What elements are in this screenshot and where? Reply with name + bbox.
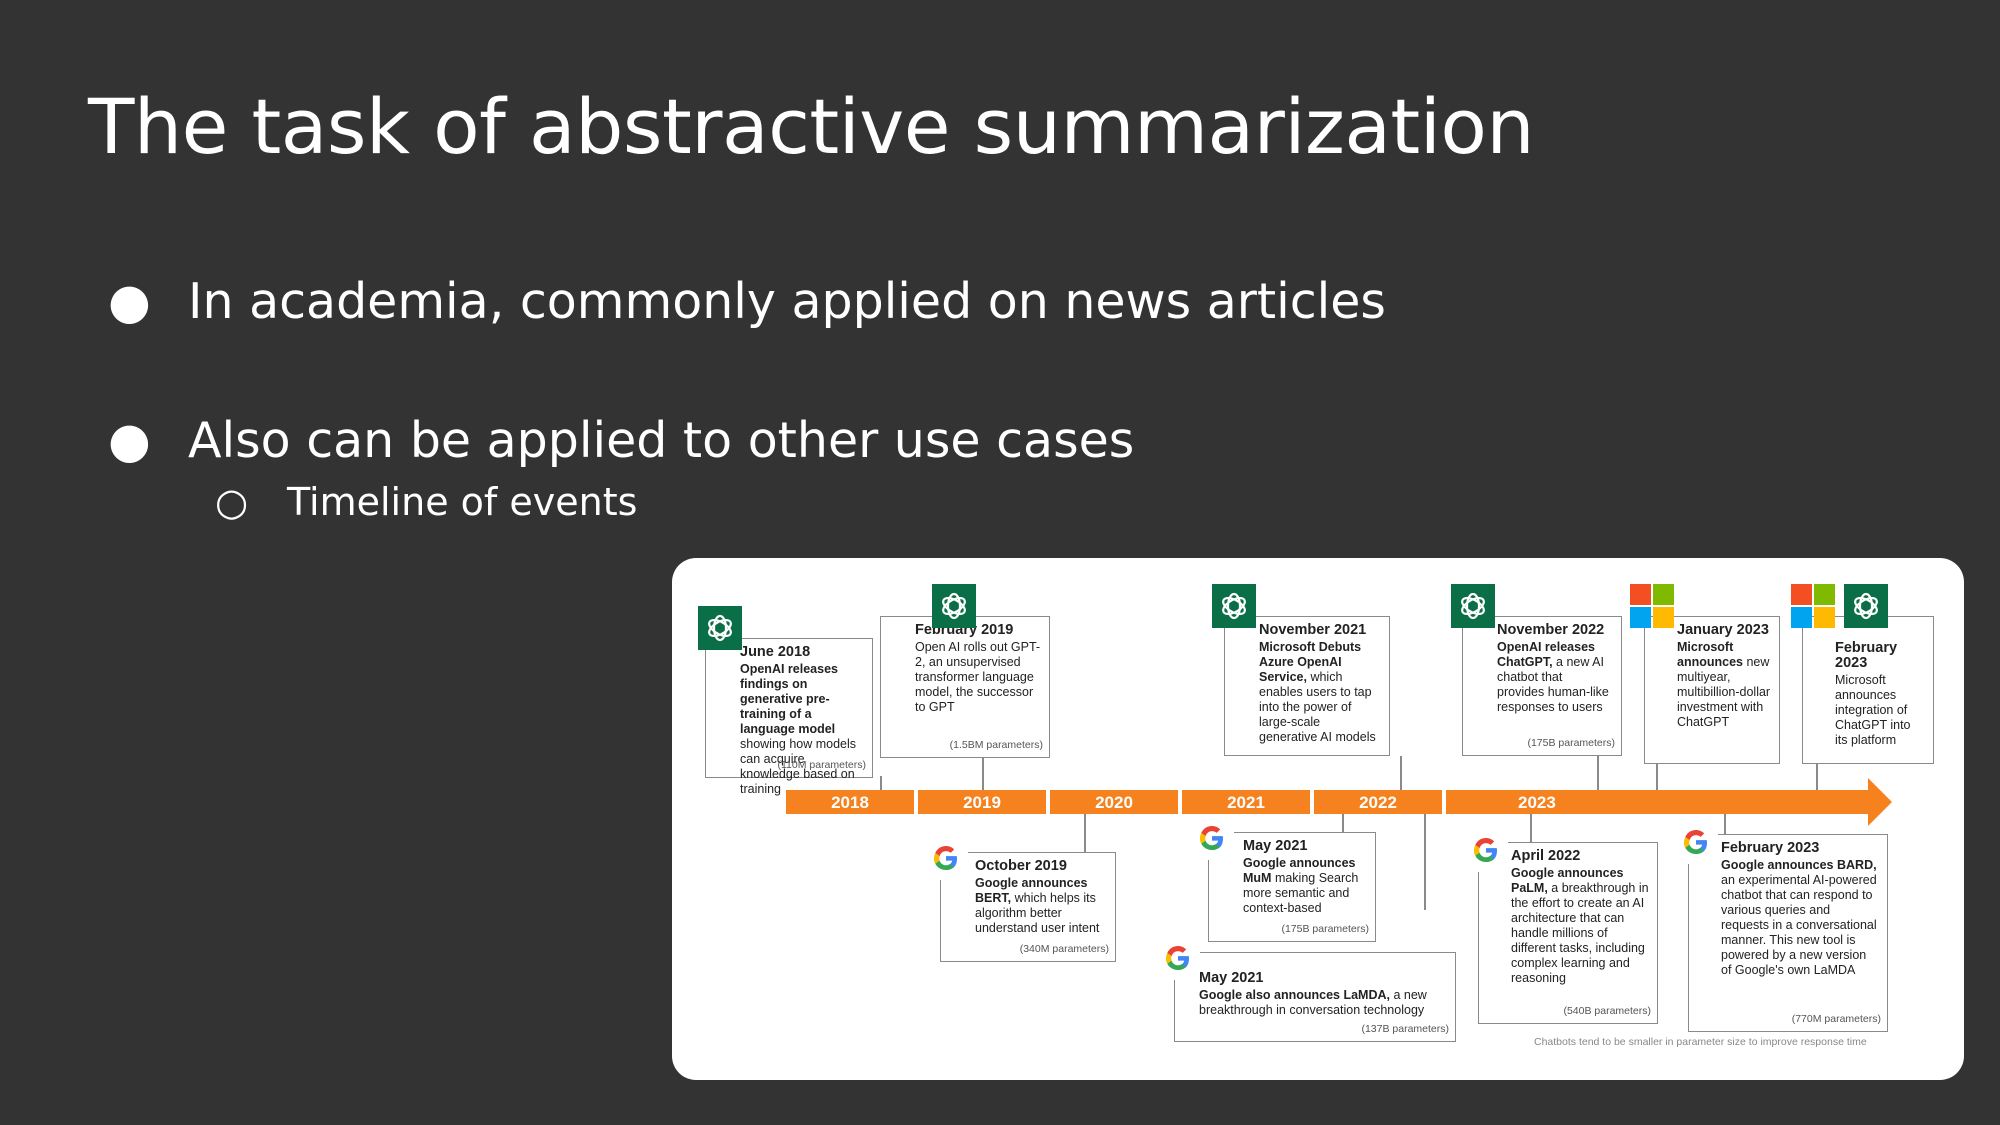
slide-title: The task of abstractive summarization (88, 82, 1534, 171)
timeline-image: 2018 2019 2020 2021 2022 2023 June 2018 … (672, 558, 1964, 1080)
year-segment-2023: 2023 (1446, 790, 1870, 814)
event-highlight: Google announces BARD, (1721, 858, 1877, 872)
event-box: February 2019 Open AI rolls out GPT-2, a… (880, 616, 1050, 758)
event-highlight: Google also announces LaMDA, (1199, 988, 1390, 1002)
year-segment-2020: 2020 (1050, 790, 1178, 814)
event-box: April 2022 Google announces PaLM, a brea… (1478, 842, 1658, 1024)
openai-logo-icon (1451, 584, 1495, 628)
event-highlight: OpenAI releases ChatGPT, (1497, 640, 1595, 669)
event-date: November 2021 (1259, 622, 1367, 638)
event-box: February 2023 Microsoft announces integr… (1802, 616, 1934, 764)
microsoft-logo-icon (1630, 584, 1674, 628)
event-text: which helps its algorithm better underst… (975, 891, 1100, 935)
event-text: a breakthrough in the effort to create a… (1511, 881, 1649, 985)
event-text: making Search more semantic and context-… (1243, 871, 1359, 915)
google-logo-icon (1464, 828, 1508, 872)
timeline-arrowhead (1868, 778, 1892, 826)
connector (1816, 764, 1818, 790)
connector (1424, 814, 1426, 910)
event-params: (175B parameters) (1527, 737, 1615, 749)
event-box: November 2022 OpenAI releases ChatGPT, a… (1462, 616, 1622, 756)
event-params: (340M parameters) (1019, 943, 1109, 955)
event-text: a new breakthrough in conversation techn… (1199, 988, 1427, 1017)
google-logo-icon (924, 836, 968, 880)
event-date: October 2019 (975, 858, 1067, 874)
connector (1342, 814, 1344, 834)
event-text: which enables users to tap into the powe… (1259, 670, 1376, 744)
event-params: (110M parameters) (777, 759, 866, 771)
event-date: February 2023 (1721, 840, 1820, 856)
event-highlight: Microsoft Debuts Azure OpenAI Service, (1259, 640, 1362, 684)
event-params: (1.5BM parameters) (949, 739, 1043, 751)
event-box: June 2018 OpenAI releases findings on ge… (705, 638, 873, 796)
openai-logo-icon (932, 584, 976, 628)
bullet-marker: ● (108, 273, 151, 330)
event-date: April 2022 (1511, 848, 1581, 864)
google-logo-icon (1190, 816, 1234, 860)
connector (1084, 814, 1086, 854)
bullet-marker: ● (108, 412, 151, 469)
year-segment-2022: 2022 (1314, 790, 1442, 814)
event-highlight: Microsoft announces (1677, 640, 1743, 669)
event-box: January 2023 Microsoft announces new mul… (1644, 616, 1780, 764)
event-text: an experimental AI-powered chatbot that … (1721, 873, 1877, 977)
event-text: new multiyear, multibillion-dollar inves… (1677, 655, 1771, 729)
connector (1400, 756, 1402, 790)
timeline-footnote: Chatbots tend to be smaller in parameter… (1534, 1036, 1867, 1048)
event-box: May 2021 Google also announces LaMDA, a … (1174, 952, 1456, 1042)
event-highlight: OpenAI releases findings on generative p… (740, 662, 838, 736)
sub-bullet-text: Timeline of events (287, 480, 638, 524)
bullet-text: Also can be applied to other use cases (188, 412, 1135, 469)
connector (1530, 814, 1532, 844)
event-date: June 2018 (740, 644, 811, 660)
sub-bullet-item: ○ Timeline of events (215, 480, 637, 524)
openai-logo-icon (1212, 584, 1256, 628)
event-date: May 2021 (1199, 970, 1264, 986)
event-highlight: Google announces MuM (1243, 856, 1356, 885)
event-text: Microsoft announces integration of ChatG… (1835, 673, 1911, 747)
bullet-text: In academia, commonly applied on news ar… (188, 273, 1386, 330)
event-box: May 2021 Google announces MuM making Sea… (1208, 832, 1376, 942)
year-segment-2021: 2021 (1182, 790, 1310, 814)
openai-logo-icon (1844, 584, 1888, 628)
microsoft-logo-icon (1791, 584, 1835, 628)
connector (1597, 756, 1599, 790)
google-logo-icon (1674, 820, 1718, 864)
event-box: November 2021 Microsoft Debuts Azure Ope… (1224, 616, 1390, 756)
event-box: October 2019 Google announces BERT, whic… (940, 852, 1116, 962)
connector (880, 776, 882, 790)
event-params: (137B parameters) (1361, 1023, 1449, 1035)
year-segment-2018: 2018 (786, 790, 914, 814)
event-params: (770M parameters) (1791, 1013, 1881, 1025)
event-highlight: Google announces BERT, (975, 876, 1088, 905)
event-params: (540B parameters) (1563, 1005, 1651, 1017)
connector (982, 758, 984, 790)
event-date: February 2023 (1835, 640, 1898, 671)
event-date: November 2022 (1497, 622, 1605, 638)
event-date: May 2021 (1243, 838, 1308, 854)
openai-logo-icon (698, 606, 742, 650)
event-text: showing how models can acquire knowledge… (740, 737, 857, 796)
event-date: January 2023 (1677, 622, 1769, 638)
event-highlight: Google announces PaLM, (1511, 866, 1624, 895)
year-segment-2019: 2019 (918, 790, 1046, 814)
event-box: February 2023 Google announces BARD, an … (1688, 834, 1888, 1032)
sub-bullet-marker: ○ (215, 480, 249, 524)
google-logo-icon (1156, 936, 1200, 980)
connector (1724, 814, 1726, 834)
event-text: Open AI rolls out GPT-2, an unsupervised… (915, 640, 1041, 714)
event-params: (175B parameters) (1281, 923, 1369, 935)
connector (1656, 754, 1658, 790)
event-text: a new AI chatbot that provides human-lik… (1497, 655, 1609, 714)
